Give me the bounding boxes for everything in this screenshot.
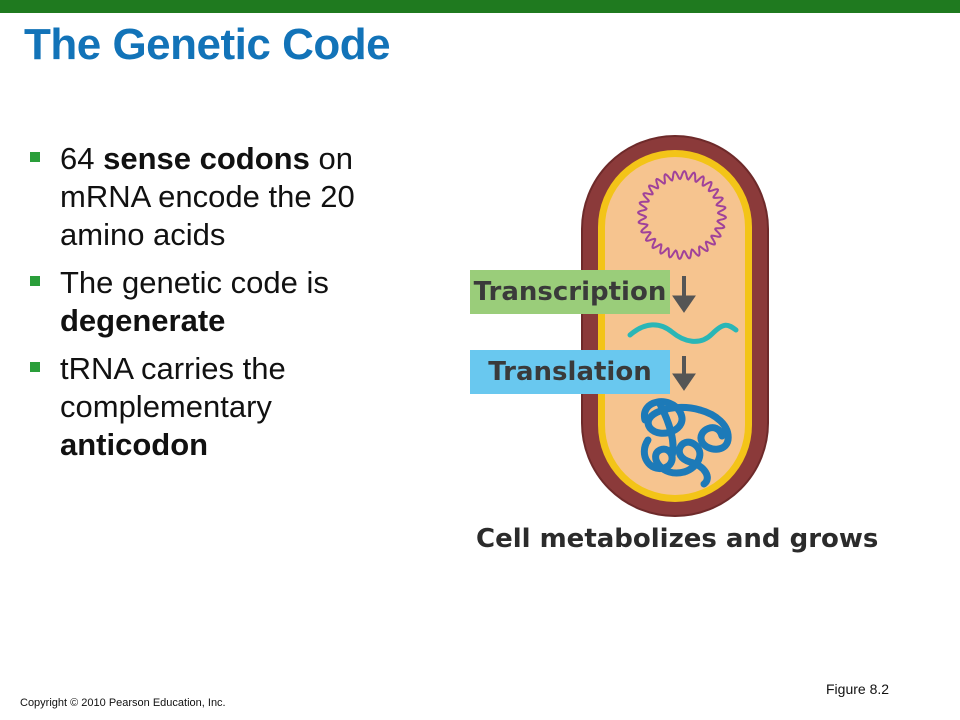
transcription-label: Transcription xyxy=(470,270,670,314)
top-accent-bar xyxy=(0,0,960,13)
dna-icon xyxy=(636,169,728,261)
figure-caption: Cell metabolizes and grows xyxy=(476,524,879,554)
square-bullet-icon xyxy=(30,276,40,286)
square-bullet-icon xyxy=(30,152,40,162)
copyright-notice: Copyright © 2010 Pearson Education, Inc. xyxy=(20,697,226,709)
protein-icon xyxy=(640,398,732,488)
square-bullet-icon xyxy=(30,362,40,372)
bullet-list: 64 sense codons on mRNA encode the 20 am… xyxy=(24,140,424,474)
down-arrow-icon xyxy=(672,356,696,391)
figure-number: Figure 8.2 xyxy=(826,681,890,697)
slide-title: The Genetic Code xyxy=(24,20,391,69)
bullet-item: The genetic code is degenerate xyxy=(24,264,424,340)
bullet-item: 64 sense codons on mRNA encode the 20 am… xyxy=(24,140,424,254)
translation-label: Translation xyxy=(470,350,670,394)
bullet-item: tRNA carries the complementary anticodon xyxy=(24,350,424,464)
down-arrow-icon xyxy=(672,276,696,313)
mrna-icon xyxy=(627,322,739,344)
